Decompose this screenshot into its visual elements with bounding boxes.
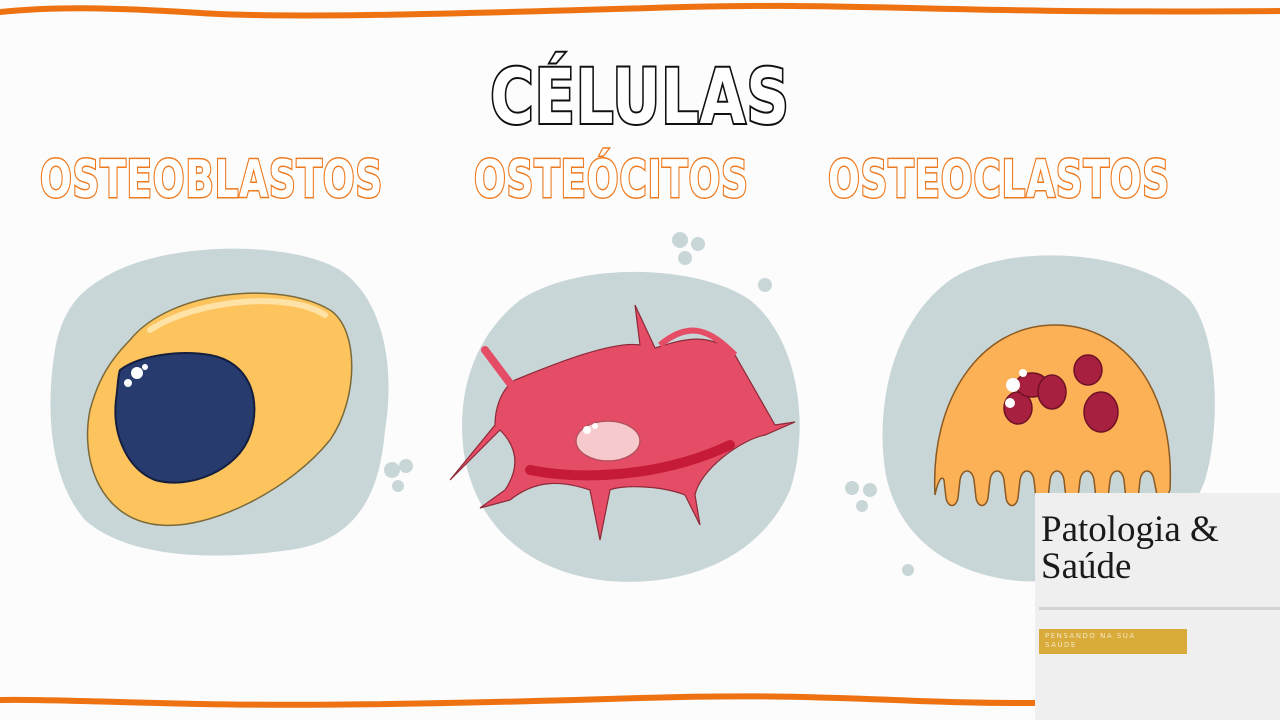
watermark-tagline: PENSANDO NA SUA SAÚDE — [1039, 629, 1187, 654]
osteoblast-cell-illustration-icon — [50, 248, 413, 556]
top-divider-line — [0, 2, 1280, 19]
label-osteocitos: OSTEÓCITOS — [473, 149, 749, 212]
watermark-title-line1: Patologia & — [1041, 509, 1219, 550]
label-osteoblastos: OSTEOBLASTOS — [39, 149, 384, 212]
watermark-tagline-line1: PENSANDO NA SUA — [1045, 632, 1136, 640]
watermark-title: Patologia & Saúde — [1041, 511, 1219, 585]
watermark-tagline-line2: SAÚDE — [1045, 641, 1077, 649]
label-osteoclastos: OSTEOCLASTOS — [827, 149, 1170, 212]
osteocyte-cell-illustration-icon — [449, 232, 800, 582]
watermark-divider — [1039, 607, 1280, 610]
channel-watermark: Patologia & Saúde PENSANDO NA SUA SAÚDE — [1035, 493, 1280, 720]
bottom-divider-line — [0, 693, 1043, 708]
slide-title: CÉLULAS — [489, 50, 791, 143]
watermark-title-line2: Saúde — [1041, 546, 1132, 587]
